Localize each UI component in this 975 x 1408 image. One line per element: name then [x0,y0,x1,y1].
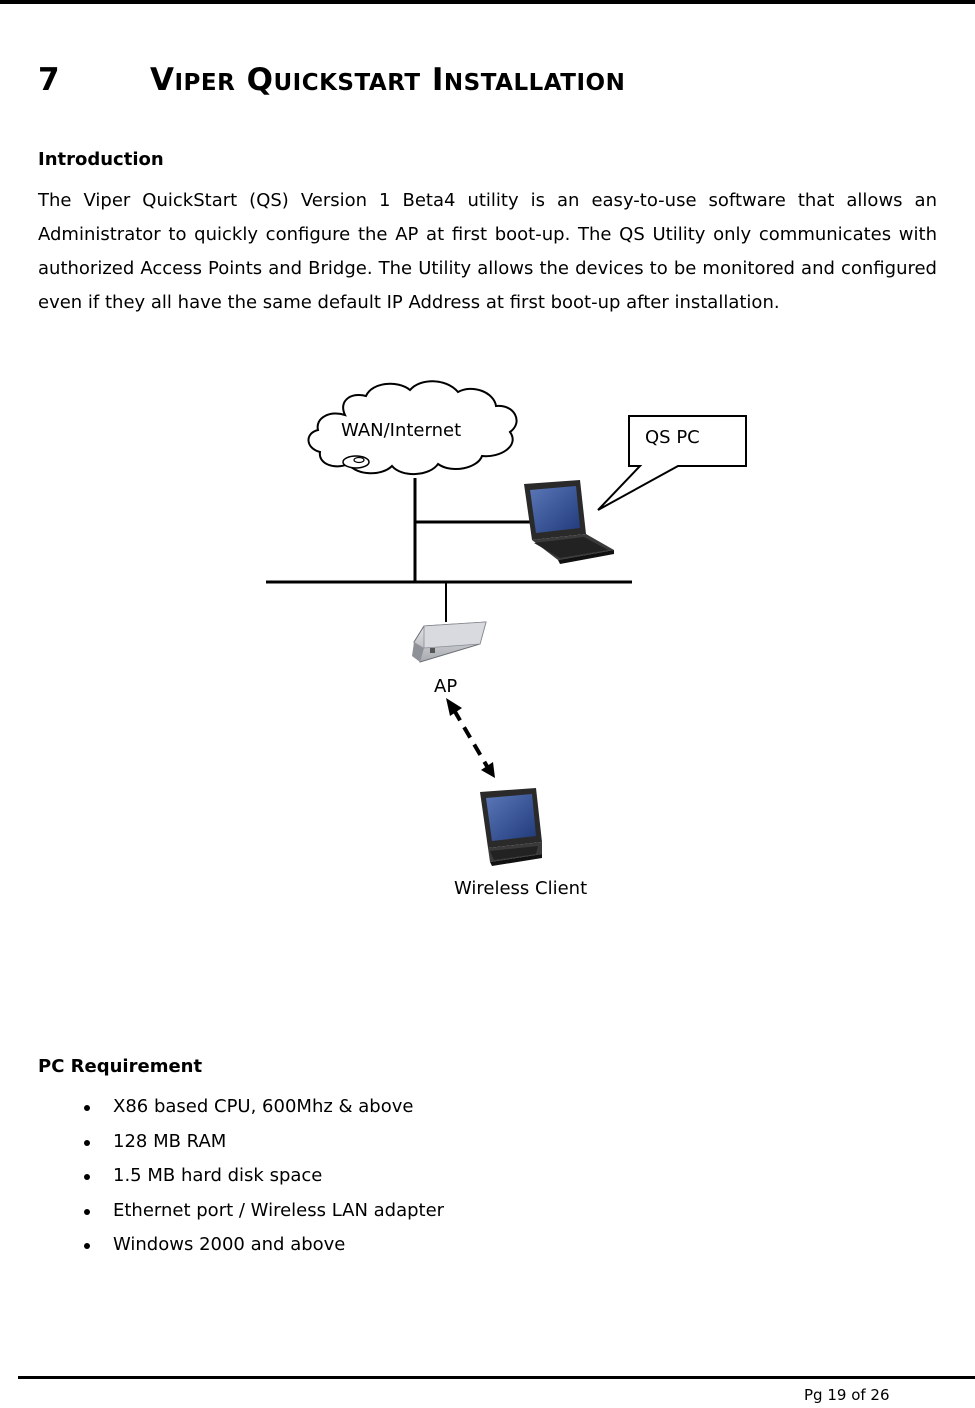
client-label: Wireless Client [454,878,587,899]
qs-pc-laptop-icon [524,480,614,564]
bullet-icon [84,1208,90,1215]
network-diagram: WAN/Internet QS PC AP Wi [266,380,747,899]
heading-word-3: INSTALLATION [431,62,626,98]
heading-word-2: QUICKSTART [246,62,421,98]
wireless-link-arrow [446,698,495,778]
list-item: X86 based CPU, 600Mhz & above [80,1090,444,1125]
access-point-icon [412,621,487,663]
wireless-client-laptop-icon [480,788,542,866]
cloud-label: WAN/Internet [341,420,461,441]
bullet-icon [84,1139,90,1146]
callout-label: QS PC [645,427,700,448]
requirements-title: PC Requirement [38,1056,203,1077]
ap-label: AP [434,676,457,697]
page-number: Pg 19 of 26 [804,1386,890,1404]
list-item: Windows 2000 and above [80,1228,444,1263]
heading-word-1: VIPER [150,62,236,98]
bullet-icon [84,1243,90,1249]
introduction-title: Introduction [38,149,164,170]
qs-pc-callout [597,415,747,511]
bullet-icon [84,1174,90,1180]
requirements-list: X86 based CPU, 600Mhz & above 128 MB RAM… [80,1090,444,1263]
list-item: 128 MB RAM [80,1125,444,1160]
chapter-heading: 7 VIPER QUICKSTART INSTALLATION [38,62,625,98]
footer-rule [18,1376,975,1379]
bullet-icon [84,1105,90,1111]
chapter-number: 7 [38,62,61,98]
network-lines [266,478,632,622]
wan-cloud-icon [307,380,518,475]
list-item: 1.5 MB hard disk space [80,1159,444,1194]
header-rule [0,0,975,4]
introduction-paragraph: The Viper QuickStart (QS) Version 1 Beta… [38,190,937,313]
list-item: Ethernet port / Wireless LAN adapter [80,1194,444,1229]
